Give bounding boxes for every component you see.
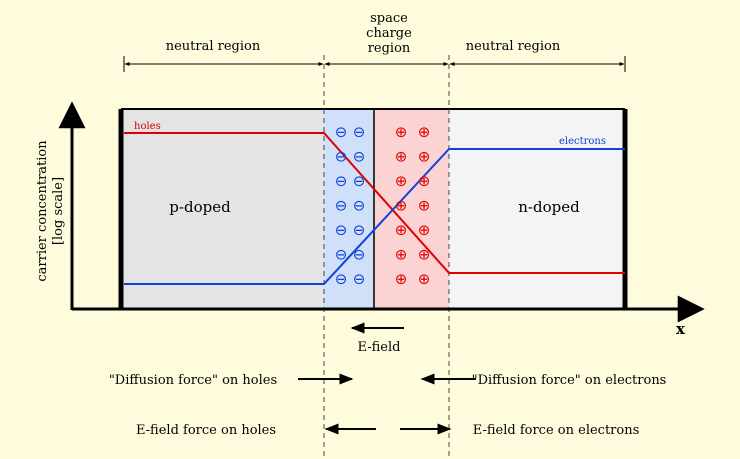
positive-charge-symbol: ⊕ [395,270,408,288]
y-axis-label-line1: carrier concentration [35,140,50,282]
x-axis-label: x [676,320,686,338]
positive-charge-symbol: ⊕ [395,123,408,141]
space-charge-label-line3: region [368,41,411,56]
efield-holes-label: E-field force on holes [136,423,276,438]
diffusion-electrons-label: "Diffusion force" on electrons [472,373,667,388]
negative-charge-symbol: ⊖ [335,197,348,215]
positive-charge-symbol: ⊕ [418,148,431,166]
p-region [121,109,324,308]
negative-charge-symbol: ⊖ [335,123,348,141]
positive-charge-symbol: ⊕ [395,197,408,215]
positive-charge-symbol: ⊕ [395,148,408,166]
holes-curve [124,132,625,274]
negative-charge-symbol: ⊖ [335,221,348,239]
positive-charge-symbol: ⊕ [418,270,431,288]
positive-charge-symbol: ⊕ [395,246,408,264]
negative-charge-symbol: ⊖ [353,123,366,141]
positive-charge-symbol: ⊕ [418,246,431,264]
negative-charge-symbol: ⊖ [353,172,366,190]
positive-charge-symbol: ⊕ [418,221,431,239]
diffusion-holes-label: "Diffusion force" on holes [109,373,277,388]
space-charge-label-line1: space [370,11,408,26]
y-axis-label-line2: [log scale] [51,177,66,245]
neutral-region-left-label: neutral region [166,39,261,54]
positive-charge-symbol: ⊕ [418,172,431,190]
positive-charges: ⊕ ⊕ ⊕ ⊕ ⊕ ⊕ ⊕ ⊕ ⊕ ⊕ ⊕ ⊕ ⊕ ⊕ [395,123,431,288]
negative-charge-symbol: ⊖ [335,246,348,264]
depletion-positive-region [374,109,449,308]
negative-charge-symbol: ⊖ [335,148,348,166]
negative-charge-symbol: ⊖ [353,270,366,288]
n-doped-label: n-doped [518,198,580,216]
negative-charge-symbol: ⊖ [353,246,366,264]
depletion-negative-region [324,109,374,308]
neutral-region-right-label: neutral region [466,39,561,54]
positive-charge-symbol: ⊕ [395,221,408,239]
positive-charge-symbol: ⊕ [395,172,408,190]
electrons-curve [124,148,625,285]
space-charge-label-line2: charge [366,26,412,41]
negative-charge-symbol: ⊖ [353,197,366,215]
electrons-label: electrons [559,136,606,147]
n-region [449,109,625,308]
negative-charge-symbol: ⊖ [335,172,348,190]
negative-charge-symbol: ⊖ [353,221,366,239]
efield-electrons-label: E-field force on electrons [473,423,640,438]
holes-label: holes [134,121,161,132]
positive-charge-symbol: ⊕ [418,123,431,141]
negative-charge-symbol: ⊖ [335,270,348,288]
negative-charge-symbol: ⊖ [353,148,366,166]
positive-charge-symbol: ⊕ [418,197,431,215]
negative-charges: ⊖ ⊖ ⊖ ⊖ ⊖ ⊖ ⊖ ⊖ ⊖ ⊖ ⊖ ⊖ ⊖ ⊖ [335,123,366,288]
p-doped-label: p-doped [169,198,231,216]
e-field-label: E-field [358,340,401,355]
